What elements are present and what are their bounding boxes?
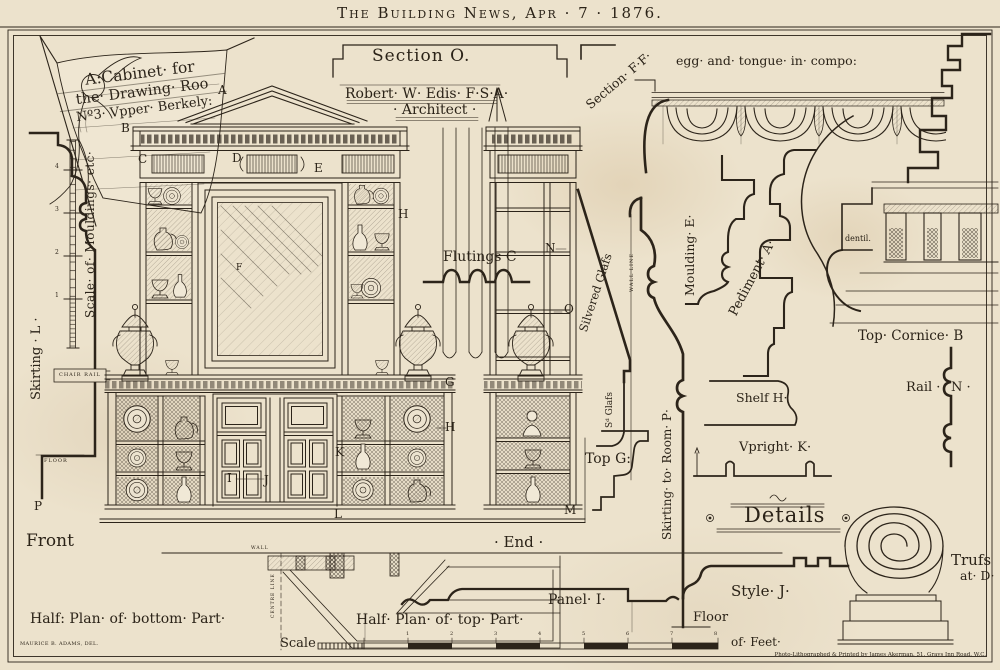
plate-frame <box>0 26 1000 663</box>
label-centre-line: CENTRE LINE <box>271 573 276 618</box>
label-scale: Scale <box>280 636 316 651</box>
ruler-number-1: 1 <box>55 292 59 299</box>
letter-p: P <box>34 499 43 513</box>
skirting-l-profile <box>28 131 97 500</box>
label-of-feet: of· Feet· <box>731 635 781 649</box>
scale-number-2: 2 <box>450 631 454 637</box>
letter-e: E <box>314 161 323 175</box>
label-moulding-e: Moulding· E· <box>682 214 697 296</box>
label-wall-line: WALL LINE <box>629 252 635 292</box>
letter-n: N <box>545 241 556 255</box>
cabinet-end-elevation <box>483 87 583 510</box>
label-rail-n: N · <box>951 380 971 395</box>
label-rail: Rail · <box>906 380 941 395</box>
cabinet-front-elevation <box>99 85 586 523</box>
scale-number-7: 7 <box>670 631 674 637</box>
letter-j: J <box>264 473 269 487</box>
label-flutings-c: Flutings C <box>443 249 517 265</box>
letter-h-mid: H <box>445 420 456 434</box>
dentil-cornice-detail <box>826 181 999 324</box>
letter-k: K <box>335 445 344 459</box>
label-front: Front <box>26 531 74 551</box>
letter-g: G <box>445 375 455 389</box>
scale-number-3: 3 <box>494 631 498 637</box>
letter-d: D <box>232 151 242 165</box>
half-plans <box>161 552 783 651</box>
plate-header: The Building News, Apr · 7 · 1876. <box>337 4 663 22</box>
style-j-profile <box>671 556 850 629</box>
label-scale-of-mouldings: Scale· of· Mouldings· etc· <box>83 150 97 318</box>
letter-f: F <box>236 263 243 273</box>
pediment-a-profile <box>742 148 818 378</box>
scale-number-4: 4 <box>538 631 542 637</box>
top-right-cornice-profile <box>906 32 992 184</box>
scale-number-8: 8 <box>714 631 718 637</box>
section-o-title: Section O. <box>372 46 471 66</box>
architect-rules <box>339 84 501 121</box>
ruler-number-3: 3 <box>55 206 59 213</box>
ruler-number-4: 4 <box>55 163 59 170</box>
credit-printer: Photo-Lithographed & Printed by James Ak… <box>774 651 987 658</box>
label-half-plan-top: Half· Plan· of· top· Part· <box>356 612 524 628</box>
letter-b: B <box>121 121 130 135</box>
label-half-plan-bottom: Half: Plan· of· bottom· Part· <box>30 611 226 627</box>
credit-delineator: MAURICE B. ADAMS, DEL. <box>20 641 99 647</box>
scale-number-1: 1 <box>406 631 410 637</box>
label-top-cornice-b: Top· Cornice· B <box>858 328 964 344</box>
label-top-g: Top G: <box>585 451 631 467</box>
shelf-h-profile <box>704 380 798 426</box>
upright-k-profile <box>693 446 832 477</box>
details-heading-ornament <box>706 494 850 533</box>
label-skirting-to-room-p: Skirting· to· Room· P· <box>660 409 674 540</box>
letter-c: C <box>138 152 148 166</box>
rail-n-profile <box>942 346 953 468</box>
label-sd-glass: Sᵈ Glafs <box>605 391 615 428</box>
truss-volute-detail <box>837 506 954 645</box>
label-trufs: Trufs <box>951 551 992 569</box>
top-cornice-b-curve <box>800 114 855 327</box>
moulding-e-profile <box>684 154 756 306</box>
architect-title: · Architect · <box>393 102 477 118</box>
section-ff-profile <box>580 44 670 174</box>
letter-m: M <box>564 503 577 517</box>
label-floor: Floor <box>693 610 729 625</box>
label-upright-k: Vpright· K· <box>739 440 812 455</box>
letter-i: I <box>227 471 232 485</box>
label-egg-and-tongue: egg· and· tongue· in· compo: <box>676 53 857 68</box>
scale-number-6: 6 <box>626 631 630 637</box>
label-dentil: dentil. <box>845 234 871 243</box>
label-wall: WALL <box>251 546 269 551</box>
label-style-j: Style· J· <box>731 582 790 600</box>
egg-and-tongue-detail <box>651 92 946 145</box>
label-panel-i: Panel· I· <box>548 592 606 608</box>
room-section-profile <box>628 196 688 600</box>
label-floor-small: FLOOR <box>44 458 68 464</box>
letter-h-top: H <box>398 207 409 221</box>
silvered-glass-profile <box>576 188 632 447</box>
scale-bar <box>317 637 719 650</box>
label-end: · End · <box>494 533 544 551</box>
letter-l: L <box>334 507 342 521</box>
details-heading: Details <box>744 503 826 527</box>
section-o-bracket <box>332 44 568 78</box>
label-chair-rail: CHAIR RAIL <box>59 371 101 378</box>
label-skirting-l: Skirting · L · <box>29 317 44 400</box>
ruler-number-2: 2 <box>55 249 59 256</box>
architect-name: Robert· W· Edis· F·S·A· <box>345 86 509 102</box>
label-shelf-h: Shelf H· <box>736 390 788 405</box>
scale-number-5: 5 <box>582 631 586 637</box>
panel-i-profile <box>400 587 680 606</box>
letter-a: A <box>218 83 227 97</box>
label-trufs-at-d: at· D· <box>960 568 995 583</box>
top-g-profile <box>584 430 649 523</box>
letter-o: O <box>564 302 574 316</box>
